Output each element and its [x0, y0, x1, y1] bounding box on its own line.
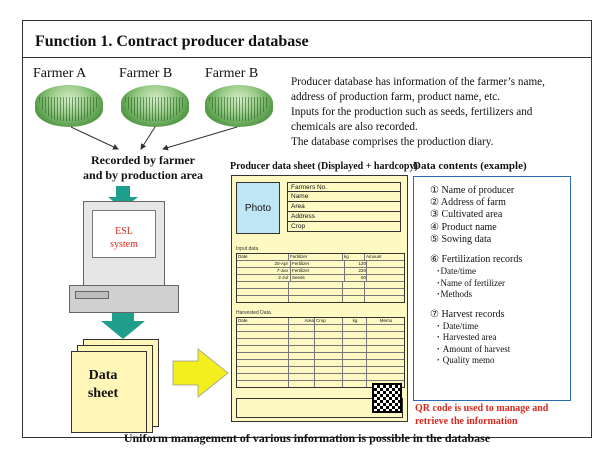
table-row	[237, 332, 404, 339]
green-arrow-down-2	[101, 307, 145, 339]
paper-stack-front	[71, 351, 147, 433]
data-sheet-label: Data sheet	[87, 368, 119, 401]
field-crop: Crop	[287, 222, 401, 232]
qr-code-caption: QR code is used to manage and retrieve t…	[415, 403, 549, 427]
content-subitem: ･ Amount of harvest	[436, 343, 511, 354]
content-item: ③ Cultivated area	[430, 209, 503, 221]
arrow-farmer-b	[140, 126, 156, 150]
content-item: ② Address of farm	[430, 197, 506, 209]
harvest-heading: ⑦ Harvest records	[430, 308, 505, 320]
sheet-notes-box	[236, 398, 403, 418]
input-data-label: Input data	[236, 246, 259, 252]
content-item: ⑤ Sowing data	[430, 233, 492, 245]
farm-field-image-a	[35, 85, 103, 127]
table-row	[237, 325, 404, 332]
computer-base	[69, 285, 179, 313]
disk-drive	[75, 291, 109, 299]
table-row	[237, 381, 404, 387]
sheet-title: Producer data sheet (Displayed + hardcop…	[230, 161, 418, 172]
farm-field-image-b2	[205, 85, 273, 127]
yellow-arrow-right	[172, 348, 229, 398]
farmer-b2-label: Farmer B	[205, 66, 259, 81]
content-subitem: ･ Quality memo	[436, 355, 495, 366]
table-row	[237, 360, 404, 367]
farmer-a-label: Farmer A	[33, 66, 87, 81]
table-row: 2-Jul Seeds 50	[237, 275, 404, 282]
table-row	[237, 339, 404, 346]
photo-box: Photo	[236, 182, 280, 234]
table-row: 7-Jun Fertilizer 220	[237, 268, 404, 275]
fertilization-heading: ⑥ Fertilization records	[430, 254, 523, 266]
table-row	[237, 346, 404, 353]
footer-caption: Uniform management of various informatio…	[123, 431, 491, 445]
table-row	[237, 374, 404, 381]
title-divider	[23, 57, 591, 58]
computer-monitor: ESL system	[83, 201, 165, 287]
farm-field-image-b	[121, 85, 189, 127]
content-item: ① Name of producer	[430, 185, 515, 196]
slide-title: Function 1. Contract producer database	[35, 33, 309, 50]
field-area: Area	[287, 202, 401, 212]
green-arrow-down-1	[108, 186, 138, 209]
slide-frame: Function 1. Contract producer database F…	[22, 20, 592, 445]
harvested-data-table: Date Area Crop kg Memo	[236, 317, 405, 388]
table-row	[237, 296, 404, 302]
field-farmers-no: Farmers No.	[287, 182, 401, 192]
esl-system-screen: ESL system	[92, 210, 156, 258]
qr-code-icon	[372, 383, 402, 413]
field-name: Name	[287, 192, 401, 202]
field-address: Address	[287, 212, 401, 222]
content-item: ④ Product name	[430, 221, 497, 233]
table-row: 20-Apr Fertilizer 120	[237, 261, 404, 268]
arrow-farmer-a	[70, 126, 119, 150]
data-contents-title: Data contents (example)	[413, 160, 527, 172]
table-row	[237, 282, 404, 289]
connector-arrows	[70, 126, 361, 400]
content-subitem: ･Name of fertilizer	[436, 277, 505, 288]
table-row	[237, 353, 404, 360]
table-row	[237, 289, 404, 296]
arrow-farmer-b2	[162, 126, 238, 151]
description-text: Producer database has information of the…	[291, 76, 545, 148]
input-data-table: Date Fertilizer kg Amount 20-Apr Fertili…	[236, 253, 405, 303]
producer-data-sheet: Photo Farmers No. Name Area Address Crop…	[231, 175, 408, 422]
table-row	[237, 367, 404, 374]
table-header-row: Date Area Crop kg Memo	[237, 318, 404, 325]
content-subitem: ･ Date/time	[436, 320, 479, 331]
table-header-row: Date Fertilizer kg Amount	[237, 254, 404, 261]
content-subitem: ･Methods	[436, 289, 473, 300]
content-subitem: ･ Harvested area	[436, 332, 497, 343]
content-subitem: ･Date/time	[436, 266, 476, 277]
farmer-b-label: Farmer B	[119, 66, 173, 81]
harvested-data-label: Harvested Data	[236, 310, 271, 316]
recorded-label: Recorded by farmer and by production are…	[83, 153, 203, 182]
data-contents-box: ① Name of producer ② Address of farm ③ C…	[413, 176, 571, 401]
